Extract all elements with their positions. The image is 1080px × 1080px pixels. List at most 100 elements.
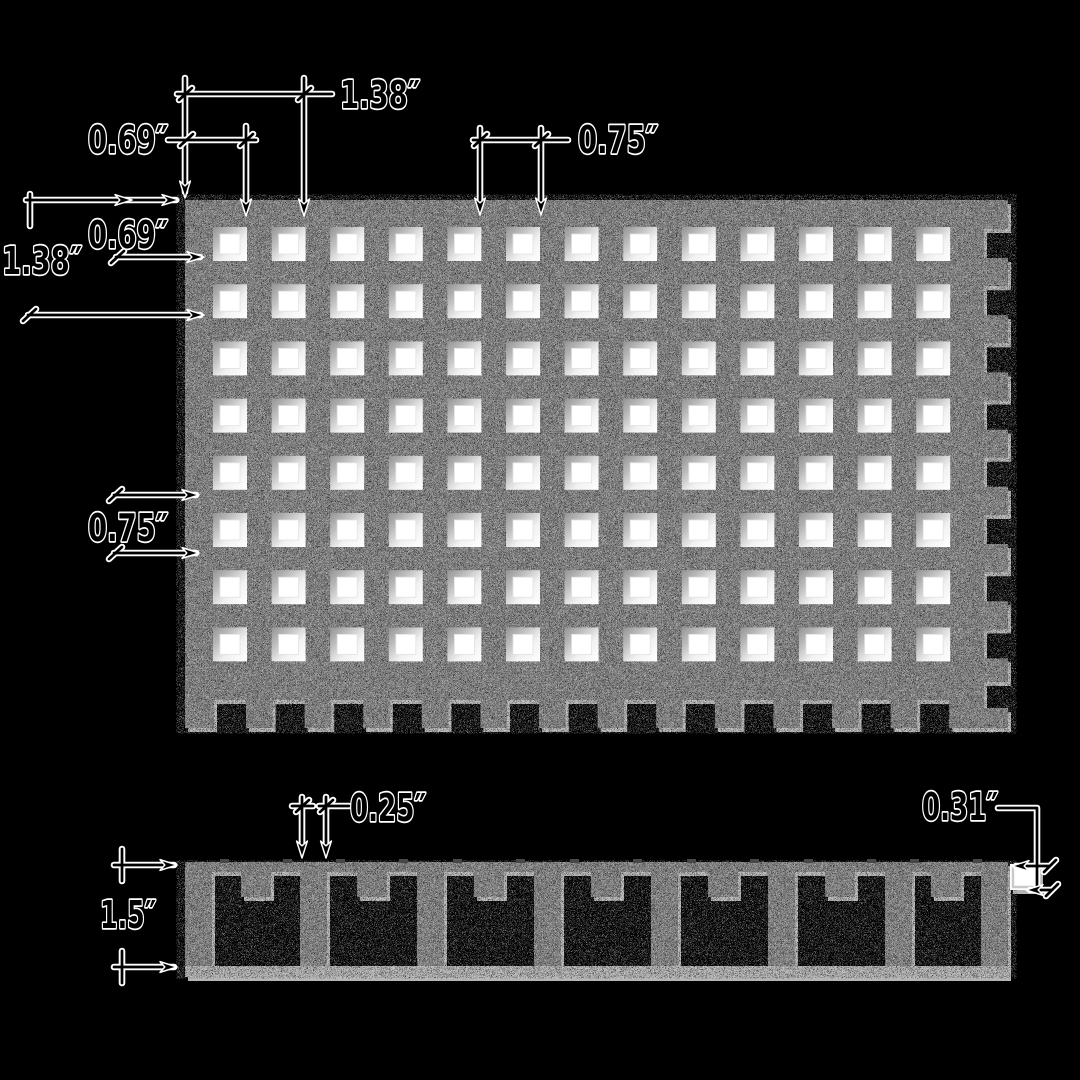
dim-lines-panel-depth — [110, 845, 178, 987]
surface-nick — [399, 859, 408, 863]
surface-nick — [570, 859, 579, 863]
hole-opening — [629, 290, 651, 312]
arrowhead — [297, 198, 311, 217]
surface-nick — [910, 859, 919, 863]
dim-lines-hole-pitch — [469, 124, 572, 211]
arrowhead — [181, 488, 200, 502]
hole-opening — [629, 462, 651, 484]
hole-opening — [219, 462, 241, 484]
cross-section-view — [185, 859, 1043, 981]
hole-opening — [512, 634, 534, 655]
plan-view — [185, 200, 1011, 732]
hole-opening — [336, 462, 358, 484]
hole-opening — [571, 576, 592, 598]
hole-opening — [864, 290, 885, 312]
hole-opening — [453, 405, 475, 427]
hole-opening — [747, 233, 768, 255]
section-rib — [768, 862, 795, 966]
section-nub — [931, 872, 961, 897]
hole-opening — [512, 576, 534, 598]
section-top-plate — [185, 862, 1008, 872]
hole-opening — [453, 576, 475, 598]
arrowhead — [1025, 883, 1044, 897]
hole-opening — [512, 233, 534, 255]
hole-opening — [278, 576, 300, 598]
surface-nick — [336, 859, 345, 863]
section-rib — [534, 862, 561, 966]
hole-opening — [219, 347, 241, 369]
hole-opening — [864, 405, 885, 427]
hole-opening — [278, 519, 300, 541]
hole-opening — [747, 347, 768, 369]
hole-opening — [336, 519, 358, 541]
dim-label-hole-pitch: 0.75″ — [578, 118, 658, 162]
hole-opening — [805, 347, 827, 369]
hole-opening — [453, 634, 475, 655]
dim-label-row-pitch: 0.75″ — [88, 506, 168, 550]
hole-opening — [864, 634, 885, 655]
surface-nick — [453, 859, 462, 863]
section-nub — [708, 872, 738, 897]
hole-opening — [512, 462, 534, 484]
dim-label-edge-to-hole2: 1.38″ — [340, 73, 420, 117]
surface-nick — [804, 859, 813, 863]
hole-opening — [512, 290, 534, 312]
hole-opening — [688, 519, 710, 541]
hole-opening — [922, 233, 944, 255]
hole-opening — [571, 405, 592, 427]
hole-opening — [629, 405, 651, 427]
hole-opening — [395, 347, 417, 369]
arrowhead — [186, 308, 205, 322]
section-nub — [591, 872, 621, 897]
hole-opening — [571, 233, 592, 255]
dimension-labels: 1.38″ 0.69″ 0.75″ 0.69″ 1.38″ 0.75″ 0.25… — [0, 71, 999, 938]
hole-opening — [805, 462, 827, 484]
hole-opening — [747, 290, 768, 312]
hole-opening — [219, 405, 241, 427]
surface-nick — [516, 859, 525, 863]
hole-opening — [922, 462, 944, 484]
hole-opening — [688, 347, 710, 369]
hole-opening — [864, 233, 885, 255]
dim-lines-rib-width — [288, 793, 353, 849]
hole-opening — [278, 634, 300, 655]
surface-nick — [750, 859, 759, 863]
arrowhead — [319, 840, 333, 859]
hole-opening — [395, 405, 417, 427]
hole-opening — [219, 634, 241, 655]
section-rib — [300, 862, 327, 966]
hole-opening — [336, 634, 358, 655]
dim-label-rib-width: 0.25″ — [350, 786, 426, 830]
hole-opening — [805, 634, 827, 655]
hole-opening — [864, 347, 885, 369]
hole-opening — [922, 405, 944, 427]
hole-opening — [922, 519, 944, 541]
hole-opening — [805, 519, 827, 541]
dim-lines-recess-depth — [994, 804, 1062, 900]
hole-opening — [571, 462, 592, 484]
hole-opening — [688, 634, 710, 655]
section-rib — [885, 862, 912, 966]
dimension-annotations — [19, 74, 1062, 987]
hole-opening — [922, 290, 944, 312]
hole-opening — [336, 576, 358, 598]
hole-opening — [747, 634, 768, 655]
arrowhead — [186, 250, 205, 264]
dim-lines-top-edge-chain — [22, 190, 180, 230]
arrowhead — [534, 197, 548, 216]
hole-opening — [453, 290, 475, 312]
hole-opening — [922, 347, 944, 369]
hole-opening — [864, 519, 885, 541]
surface-nick — [687, 859, 696, 863]
hole-opening — [278, 233, 300, 255]
section-nub — [474, 872, 504, 897]
hole-opening — [278, 405, 300, 427]
dim-label-panel-depth: 1.5″ — [100, 893, 156, 937]
dimension-arrowheads — [114, 180, 1044, 974]
hole-opening — [336, 290, 358, 312]
hole-opening — [512, 405, 534, 427]
hole-opening — [747, 576, 768, 598]
arrowhead — [473, 197, 487, 216]
hole-opening — [395, 634, 417, 655]
